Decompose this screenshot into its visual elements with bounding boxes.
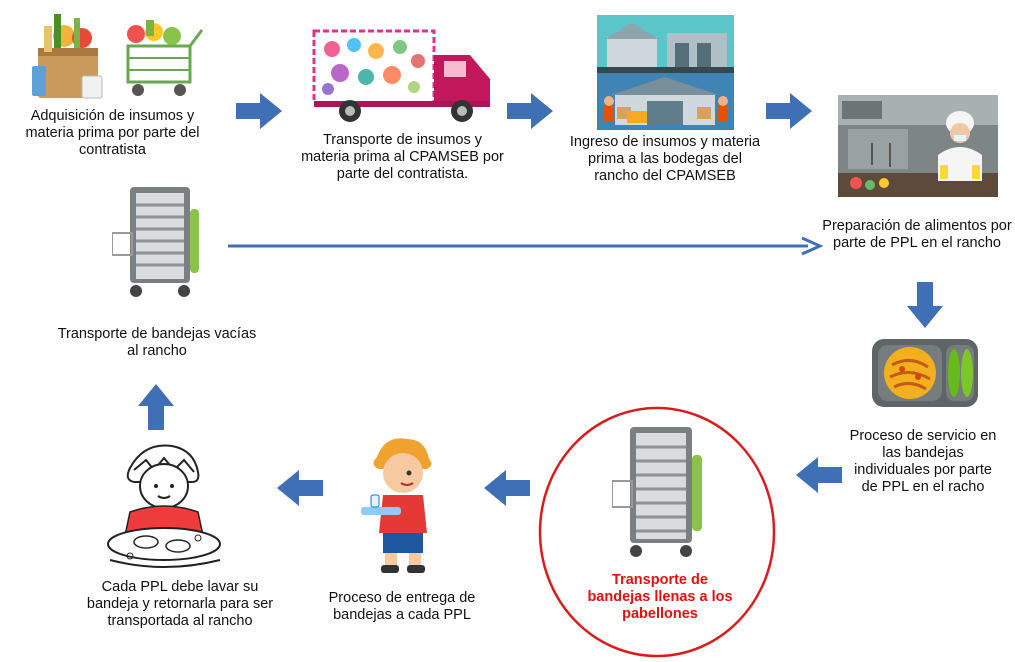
arrow-up [138, 384, 174, 430]
warehouse-icon [597, 15, 734, 130]
empty-tray-cart-icon [112, 185, 217, 300]
long-arrow-to-kitchen [228, 236, 823, 256]
washing-dishes-icon [100, 440, 230, 575]
arrow-right-2 [507, 93, 553, 129]
step-4-label: Preparación de alimentos por parte de PP… [822, 218, 1012, 251]
boy-with-tray-icon [355, 435, 450, 575]
delivery-truck-icon [310, 25, 500, 125]
step-8-label: Cada PPL debe lavar su bandeja y retorna… [86, 579, 274, 629]
step-3-label: Ingreso de insumos y materia prima a las… [569, 134, 761, 184]
arrow-down [907, 282, 943, 328]
arrow-left-1 [796, 457, 842, 493]
step-5-label: Proceso de servicio en las bandejas indi… [849, 428, 997, 495]
arrow-right-3 [766, 93, 812, 129]
arrow-right-1 [236, 93, 282, 129]
arrow-left-2 [484, 470, 530, 506]
groceries-and-cart-icon [30, 8, 205, 103]
step-1-label: Adquisición de insumos y materia prima p… [25, 108, 200, 158]
kitchen-chef-icon [838, 95, 998, 197]
step-6-label: Transporte de bandejas llenas a los pabe… [587, 572, 733, 622]
step-7-label: Proceso de entrega de bandejas a cada PP… [328, 590, 476, 623]
step-9-label: Transporte de bandejas vacías al rancho [57, 326, 257, 359]
arrow-left-3 [277, 470, 323, 506]
step-2-label: Transporte de insumos y materia prima al… [301, 132, 504, 182]
highlight-circle [537, 405, 777, 660]
food-tray-icon [870, 335, 980, 410]
tray-cart-icon [612, 425, 717, 560]
